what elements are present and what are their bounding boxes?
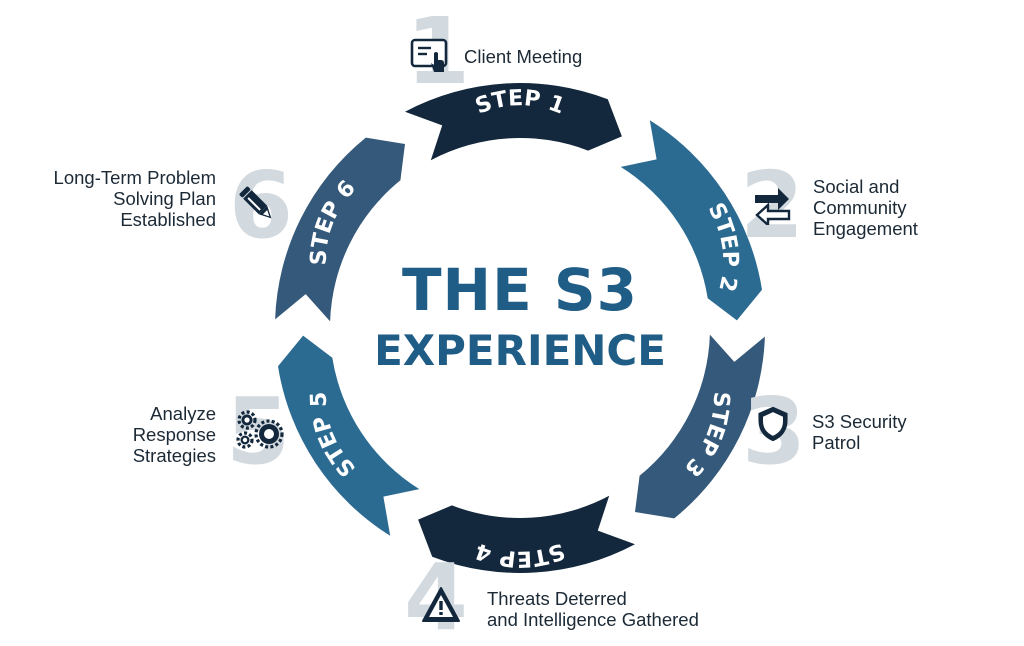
- step-5-arrow: [278, 335, 420, 536]
- step-4-arrow: [418, 495, 635, 573]
- step-6-caption: Long-Term Problem Solving Plan Establish…: [53, 167, 216, 230]
- diagram-title: THE S3: [401, 256, 639, 324]
- pencil-icon: [239, 186, 272, 219]
- step-2-number: 2: [740, 152, 805, 259]
- step-6-arrow: [275, 137, 405, 322]
- gears-icon: [236, 410, 284, 449]
- shield-icon: [758, 406, 788, 442]
- step-2-arrow: [620, 120, 762, 321]
- step-1-caption: Client Meeting: [464, 46, 583, 67]
- diagram-subtitle: EXPERIENCE: [374, 326, 666, 375]
- step-2-caption: Social and Community Engagement: [813, 176, 918, 239]
- step-4-caption: Threats Deterred and Intelligence Gather…: [487, 588, 699, 630]
- warning-triangle-icon: [422, 587, 460, 622]
- presentation-pointer-icon: [410, 38, 448, 72]
- step-5-number: 5: [226, 378, 291, 485]
- exchange-arrows-icon: [755, 188, 791, 225]
- step-5-caption: Analyze Response Strategies: [132, 403, 216, 466]
- step-3-caption: S3 Security Patrol: [812, 411, 907, 453]
- step-3-arrow: [635, 334, 765, 519]
- step-1-arrow: [405, 83, 622, 161]
